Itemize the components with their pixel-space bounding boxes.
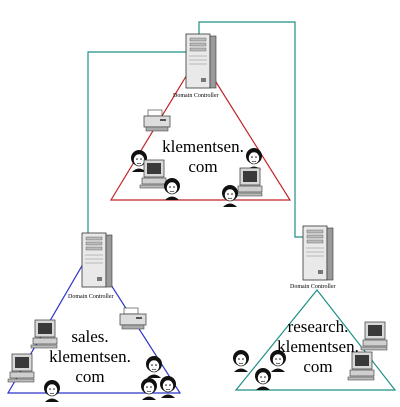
- domain-controller-label: Domain Controller: [290, 284, 336, 290]
- person-icon: [43, 379, 61, 403]
- domain-name-line: com: [303, 357, 332, 376]
- printer-icon: [119, 307, 147, 330]
- computer-icon: [139, 159, 167, 189]
- domain-name-line: sales.: [71, 327, 108, 346]
- server-icon: [302, 225, 334, 281]
- person-icon: [145, 355, 163, 379]
- domain-name-line: com: [75, 367, 104, 386]
- person-icon: [254, 367, 272, 391]
- server-icon: [185, 33, 217, 89]
- server-icon: [81, 232, 113, 288]
- domain-name-line: klementsen.: [277, 337, 359, 356]
- person-icon: [140, 377, 158, 401]
- person-icon: [221, 184, 239, 208]
- domain-name-line: klementsen.: [162, 137, 244, 156]
- computer-icon: [7, 353, 35, 383]
- domain-name-line: com: [188, 157, 217, 176]
- computer-icon: [30, 319, 58, 349]
- domain-research-triangle: [234, 289, 397, 391]
- domain-research: Domain Controller research. klementsen. …: [232, 225, 397, 391]
- domain-controller-label: Domain Controller: [68, 294, 114, 300]
- person-icon: [159, 375, 177, 399]
- printer-icon: [143, 109, 171, 132]
- domain-sales: Domain Controller sales. klementsen. com: [6, 232, 182, 403]
- domain-controller-label: Domain Controller: [173, 93, 219, 99]
- domain-name-line: research.: [288, 317, 349, 336]
- domain-name-line: klementsen.: [49, 347, 131, 366]
- computer-icon: [347, 351, 375, 381]
- domain-root: Domain Controller klementsen. com: [109, 33, 292, 208]
- person-icon: [232, 349, 250, 373]
- person-icon: [245, 147, 263, 171]
- computer-icon: [360, 321, 388, 351]
- computer-icon: [235, 167, 263, 197]
- person-icon: [163, 177, 181, 201]
- trust-link-sales: [87, 21, 315, 238]
